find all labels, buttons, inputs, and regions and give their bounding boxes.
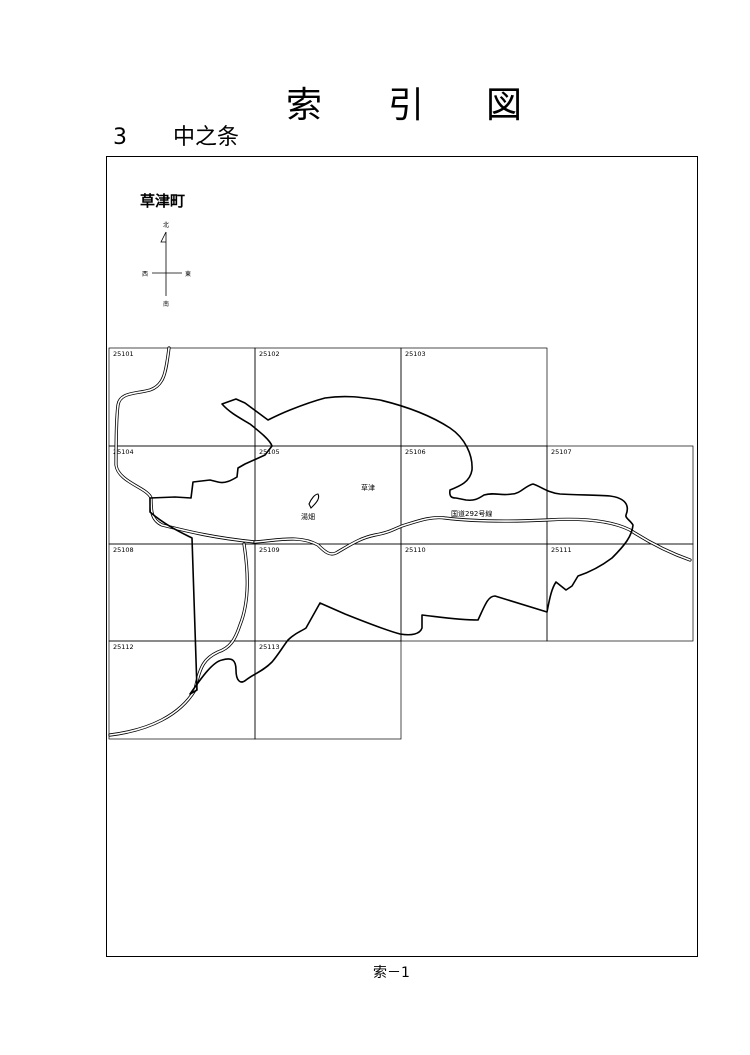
sheet-label: 25101: [113, 350, 134, 358]
sheet-cell[interactable]: [254, 445, 402, 545]
road-south: [108, 542, 249, 737]
map-frame: [106, 156, 698, 957]
compass-north: 北: [163, 221, 169, 229]
page-title: 索 引 図: [286, 82, 556, 130]
sheet-label: 25107: [551, 448, 572, 456]
road-route-292: [253, 515, 692, 562]
section-name: 中之条: [173, 125, 240, 150]
section-heading: 3 中之条: [113, 124, 239, 152]
sheet-cell[interactable]: [546, 543, 694, 642]
sheet-cell[interactable]: [400, 445, 548, 545]
compass-east: 東: [185, 270, 191, 278]
sheet-label: 25104: [113, 448, 134, 456]
sheet-cell[interactable]: [400, 347, 548, 447]
sheet-label: 25110: [405, 546, 426, 554]
sheet-cell[interactable]: [108, 640, 256, 740]
sheet-label: 25108: [113, 546, 134, 554]
compass-south: 南: [163, 300, 169, 308]
town-label: 草津町: [140, 192, 186, 210]
yubatake-marker: [308, 493, 320, 509]
title-char-3: 図: [486, 85, 523, 126]
sheet-grid: [108, 347, 694, 740]
town-boundary: [149, 395, 634, 695]
sheet-label: 25112: [113, 643, 134, 651]
page-number: 索－1: [373, 965, 410, 981]
sheet-cell[interactable]: [108, 347, 256, 447]
sheet-label: 25111: [551, 546, 572, 554]
sheet-cell[interactable]: [400, 543, 548, 642]
roads: [108, 346, 692, 737]
sheet-label: 25102: [259, 350, 280, 358]
road-west: [114, 346, 257, 544]
sheet-label: 25113: [259, 643, 280, 651]
sheet-label: 25105: [259, 448, 280, 456]
title-char-2: 引: [388, 85, 425, 126]
north-arrow-icon: [160, 231, 167, 243]
compass-rose: [152, 231, 182, 296]
sheet-label: 25109: [259, 546, 280, 554]
sheet-cell[interactable]: [108, 543, 256, 642]
section-number: 3: [113, 125, 127, 150]
sheet-label: 25103: [405, 350, 426, 358]
compass-west: 西: [142, 271, 148, 278]
route-label: 国道292号線: [451, 509, 492, 518]
title-char-1: 索: [286, 85, 323, 126]
sheet-label: 25106: [405, 448, 426, 456]
place-kusatsu: 草津: [361, 483, 375, 492]
place-yubatake: 湯畑: [301, 512, 315, 521]
sheet-cell[interactable]: [254, 640, 402, 740]
